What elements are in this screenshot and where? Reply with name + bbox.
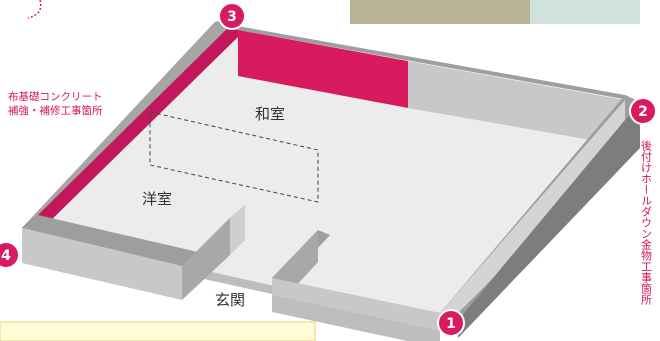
wall-front-left-top [22,215,198,266]
wall-entrance-right-front-face [272,278,440,331]
wall-back-top [215,22,640,102]
note-box-fragment [0,321,316,341]
marker-2-number: 2 [638,104,648,120]
marker-4: 4 [0,241,20,269]
marker-3-number: 3 [227,9,237,25]
marker-1: 1 [437,309,465,337]
room-label-youshitsu: 洋室 [142,190,172,208]
wall-right-face [440,100,625,331]
wall-back-gray-face [408,61,625,146]
foundation-annotation-line1: 布基礎コンクリート [8,90,103,103]
wall-entrance-left-end [230,205,245,255]
marker-4-number: 4 [1,248,11,264]
holddown-annotation-vertical: 後付けホールダウン金物工事箇所 [640,139,653,306]
wall-back-left-face [38,18,238,233]
dotted-circle-fragment [27,0,42,19]
wall-back-left-top [22,18,238,228]
wall-entrance-left-face [182,218,230,300]
room-label-washitsu: 和室 [255,105,285,123]
marker-3: 3 [218,2,246,30]
foundation-annotation-line2: 補強・補修工事箇所 [8,104,103,117]
room-label-genkan: 玄関 [215,291,245,309]
wall-front-right-face [272,295,440,341]
wall-front-left-face [22,228,182,300]
dashed-closet-outline [149,111,319,203]
wall-right-outer [458,102,640,338]
marker-2: 2 [629,97,657,125]
photo-fragment-overlay [530,0,640,24]
wall-back-pink-face [238,30,408,108]
marker-1-number: 1 [446,316,456,332]
